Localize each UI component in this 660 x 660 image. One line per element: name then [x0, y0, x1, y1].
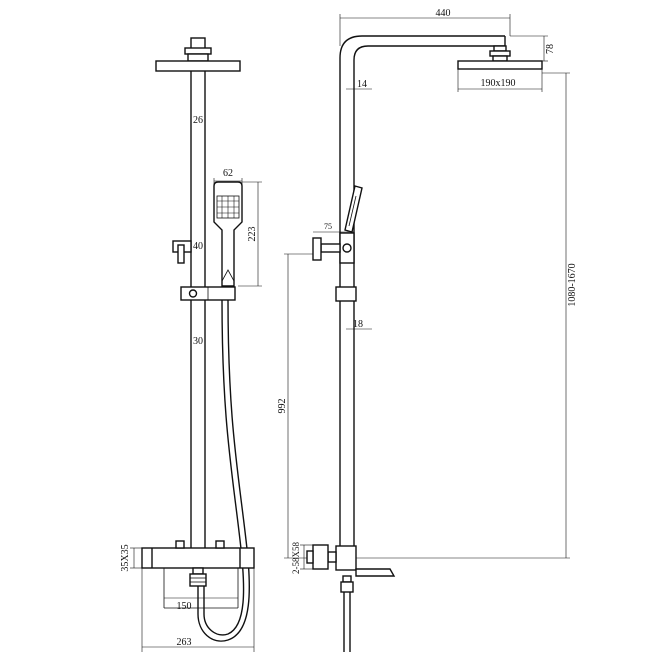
- front-view: [141, 37, 255, 642]
- label-pipe-upper: 26: [193, 115, 203, 126]
- label-slide-pipe: 18: [353, 319, 363, 330]
- side-hand-shower: [344, 185, 363, 233]
- label-hand-width: 62: [223, 168, 233, 179]
- label-body-height: 35X35: [120, 544, 131, 571]
- side-mixer-body: [335, 545, 357, 571]
- front-dimensions: [130, 178, 262, 652]
- label-head-height: 78: [545, 44, 556, 54]
- spray-nozzles: [217, 196, 239, 218]
- label-spacing: 150: [177, 601, 192, 612]
- label-pipe-lower: 30: [193, 336, 203, 347]
- label-range: 1080-1670: [567, 263, 578, 306]
- label-connection: 2-58X58: [291, 542, 301, 574]
- label-body-width: 263: [177, 637, 192, 648]
- side-shower-head: [457, 60, 543, 70]
- label-reach: 440: [436, 8, 451, 19]
- side-riser-arm: [339, 35, 505, 548]
- label-hand-height: 223: [247, 227, 258, 242]
- label-arm: 14: [357, 79, 367, 90]
- label-bracket: 40: [193, 241, 203, 252]
- label-wall-offset: 75: [324, 222, 332, 231]
- side-spout: [355, 568, 396, 577]
- side-slide-holder: [335, 286, 357, 302]
- front-mixer-body: [141, 547, 255, 569]
- label-head-size: 190x190: [481, 78, 516, 89]
- side-dimensions: [284, 14, 570, 570]
- label-mixer-height: 992: [277, 399, 288, 414]
- side-wall-bracket: [339, 232, 355, 264]
- front-hand-shower: [213, 181, 243, 287]
- front-shower-head: [155, 60, 241, 72]
- side-view: [306, 35, 543, 652]
